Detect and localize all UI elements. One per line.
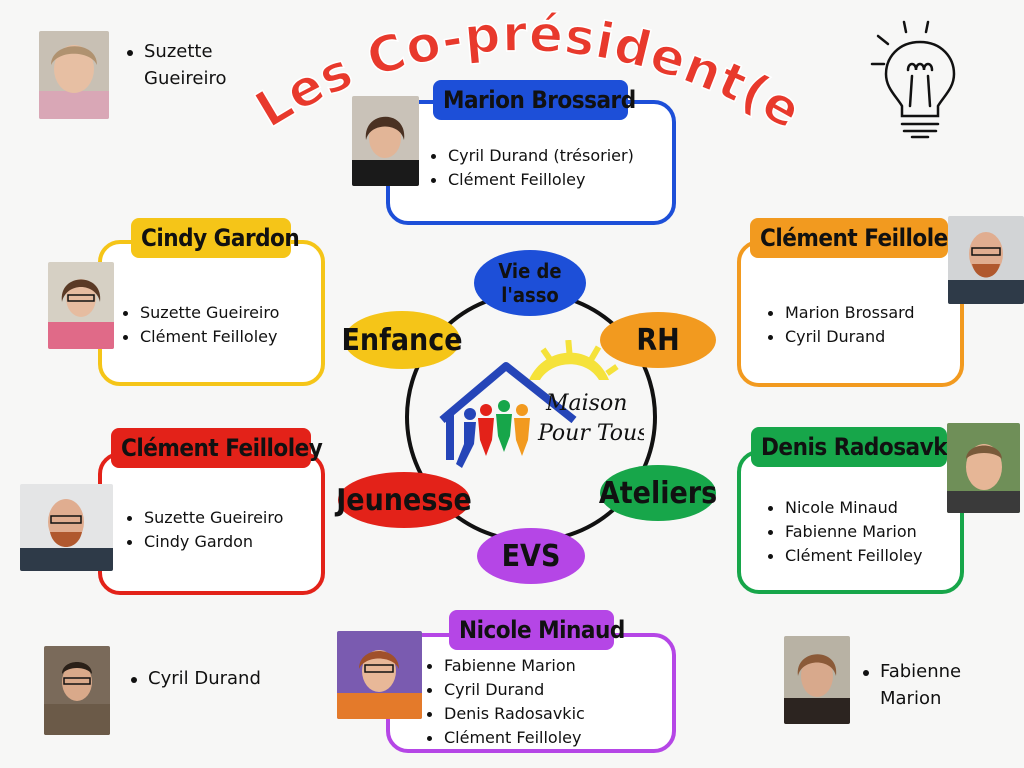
lightbulb-icon xyxy=(870,20,956,139)
logo-line1: Maison xyxy=(545,391,627,416)
logo-line2: Pour Tous xyxy=(537,421,644,446)
card-marion-brossard: Cyril Durand (trésorier) Clément Feillol… xyxy=(386,100,676,225)
list-item: Fabienne Marion xyxy=(860,658,961,712)
avatar-denis-radosavkic xyxy=(947,423,1020,513)
card-title-clement-feilloley-orange: Clément Feilloley xyxy=(750,218,962,258)
list-item: Clément Feilloley xyxy=(424,726,585,750)
corner-list-bottom-left: Cyril Durand xyxy=(128,665,261,692)
list-item: Marion Brossard xyxy=(765,301,915,325)
card-cindy-gardon: Suzette Gueireiro Clément Feilloley xyxy=(98,240,325,386)
list-item: Suzette Gueireiro xyxy=(124,506,283,530)
list-item: Clément Feilloley xyxy=(428,168,634,192)
corner-list-top-left: Suzette Gueireiro xyxy=(124,38,227,92)
card-title-cindy-gardon: Cindy Gardon xyxy=(131,218,300,258)
list-item: Clément Feilloley xyxy=(120,325,279,349)
card-clement-feilloley-orange: Marion Brossard Cyril Durand xyxy=(737,240,964,387)
card-denis-radosavkic: Nicole Minaud Fabienne Marion Clément Fe… xyxy=(737,450,964,594)
theme-evs: EVS xyxy=(477,528,585,584)
card-title-marion-brossard: Marion Brossard xyxy=(433,80,636,120)
list-item: Nicole Minaud xyxy=(765,496,922,520)
card-clement-feilloley-red: Suzette Gueireiro Cindy Gardon xyxy=(98,452,325,595)
list-item: Suzette Gueireiro xyxy=(124,38,227,92)
list-item: Cindy Gardon xyxy=(124,530,283,554)
avatar-cindy-gardon xyxy=(48,262,114,349)
card-title-clement-feilloley-red: Clément Feilloley xyxy=(111,428,323,468)
avatar-suzette xyxy=(39,31,109,119)
list-item: Cyril Durand (trésorier) xyxy=(428,144,634,168)
card-nicole-minaud: Fabienne Marion Cyril Durand Denis Rados… xyxy=(386,633,676,753)
avatar-clement-feilloley-red xyxy=(20,484,113,571)
page-title: Les Co-président(e)s xyxy=(220,0,800,141)
list-item: Fabienne Marion xyxy=(424,654,585,678)
theme-jeunesse: Jeunesse xyxy=(336,472,472,528)
theme-enfance: Enfance xyxy=(341,311,463,369)
avatar-clement-feilloley-orange xyxy=(948,216,1024,304)
avatar-fabienne xyxy=(784,636,850,724)
maison-pour-tous-logo: Maison Pour Tous xyxy=(439,340,644,468)
list-item: Denis Radosavkic xyxy=(424,702,585,726)
list-item: Clément Feilloley xyxy=(765,544,922,568)
list-item: Cyril Durand xyxy=(765,325,915,349)
theme-rh: RH xyxy=(600,312,716,368)
avatar-nicole-minaud xyxy=(337,631,422,719)
list-item: Cyril Durand xyxy=(424,678,585,702)
theme-ateliers: Ateliers xyxy=(599,465,717,521)
avatar-cyril xyxy=(44,646,110,735)
card-title-nicole-minaud: Nicole Minaud xyxy=(449,610,625,650)
list-item: Cyril Durand xyxy=(128,665,261,692)
corner-list-bottom-right: Fabienne Marion xyxy=(860,658,961,712)
avatar-marion-brossard xyxy=(352,96,419,186)
theme-vie-de-lasso: Vie de l'asso xyxy=(474,250,586,316)
card-title-denis-radosavkic: Denis Radosavkic xyxy=(751,427,967,467)
list-item: Suzette Gueireiro xyxy=(120,301,279,325)
list-item: Fabienne Marion xyxy=(765,520,922,544)
